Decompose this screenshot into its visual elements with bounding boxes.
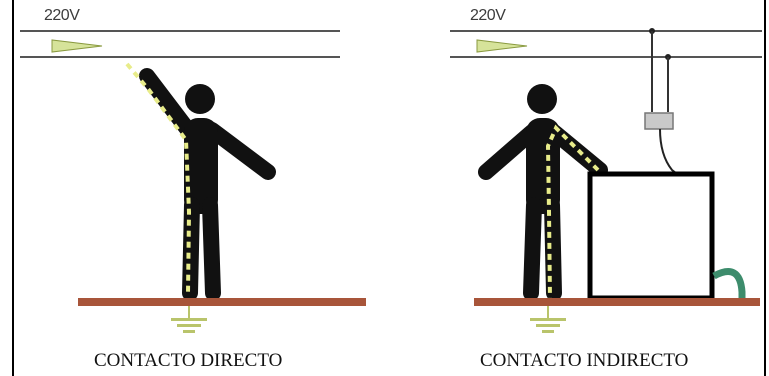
person-torso <box>184 118 218 214</box>
current-arrow-icon <box>476 39 528 53</box>
person-raised-arm <box>139 68 196 138</box>
current-path-indirect <box>545 124 600 301</box>
current-path-direct <box>125 62 192 294</box>
earth-cable <box>712 268 746 300</box>
switch-box <box>644 112 674 130</box>
current-arrow-icon <box>51 39 103 53</box>
right-border <box>764 0 766 376</box>
person-leg-right <box>544 197 562 301</box>
caption-indirect: CONTACTO INDIRECTO <box>480 350 689 371</box>
person-leg-right <box>202 197 221 301</box>
supply-cable <box>659 128 689 179</box>
person-lowered-arm <box>204 122 276 180</box>
person-arm-right <box>546 124 608 178</box>
person-torso <box>526 118 560 214</box>
person-leg-left <box>182 197 200 301</box>
appliance-box <box>587 171 715 301</box>
person-head <box>527 84 557 114</box>
person-leg-left <box>523 197 542 301</box>
left-border <box>12 0 14 376</box>
panel-indirect <box>450 28 762 333</box>
person-figure-indirect <box>478 84 608 301</box>
person-head <box>185 84 215 114</box>
voltage-label-left: 220V <box>44 7 80 24</box>
ground-icon <box>530 318 566 333</box>
floor-direct <box>78 298 366 306</box>
caption-direct: CONTACTO DIRECTO <box>94 350 283 371</box>
panel-direct <box>20 30 366 333</box>
floor-indirect <box>474 298 760 306</box>
voltage-label-right: 220V <box>470 7 506 24</box>
person-figure-direct <box>139 68 276 301</box>
ground-icon <box>171 318 207 333</box>
person-arm-left <box>478 124 540 180</box>
